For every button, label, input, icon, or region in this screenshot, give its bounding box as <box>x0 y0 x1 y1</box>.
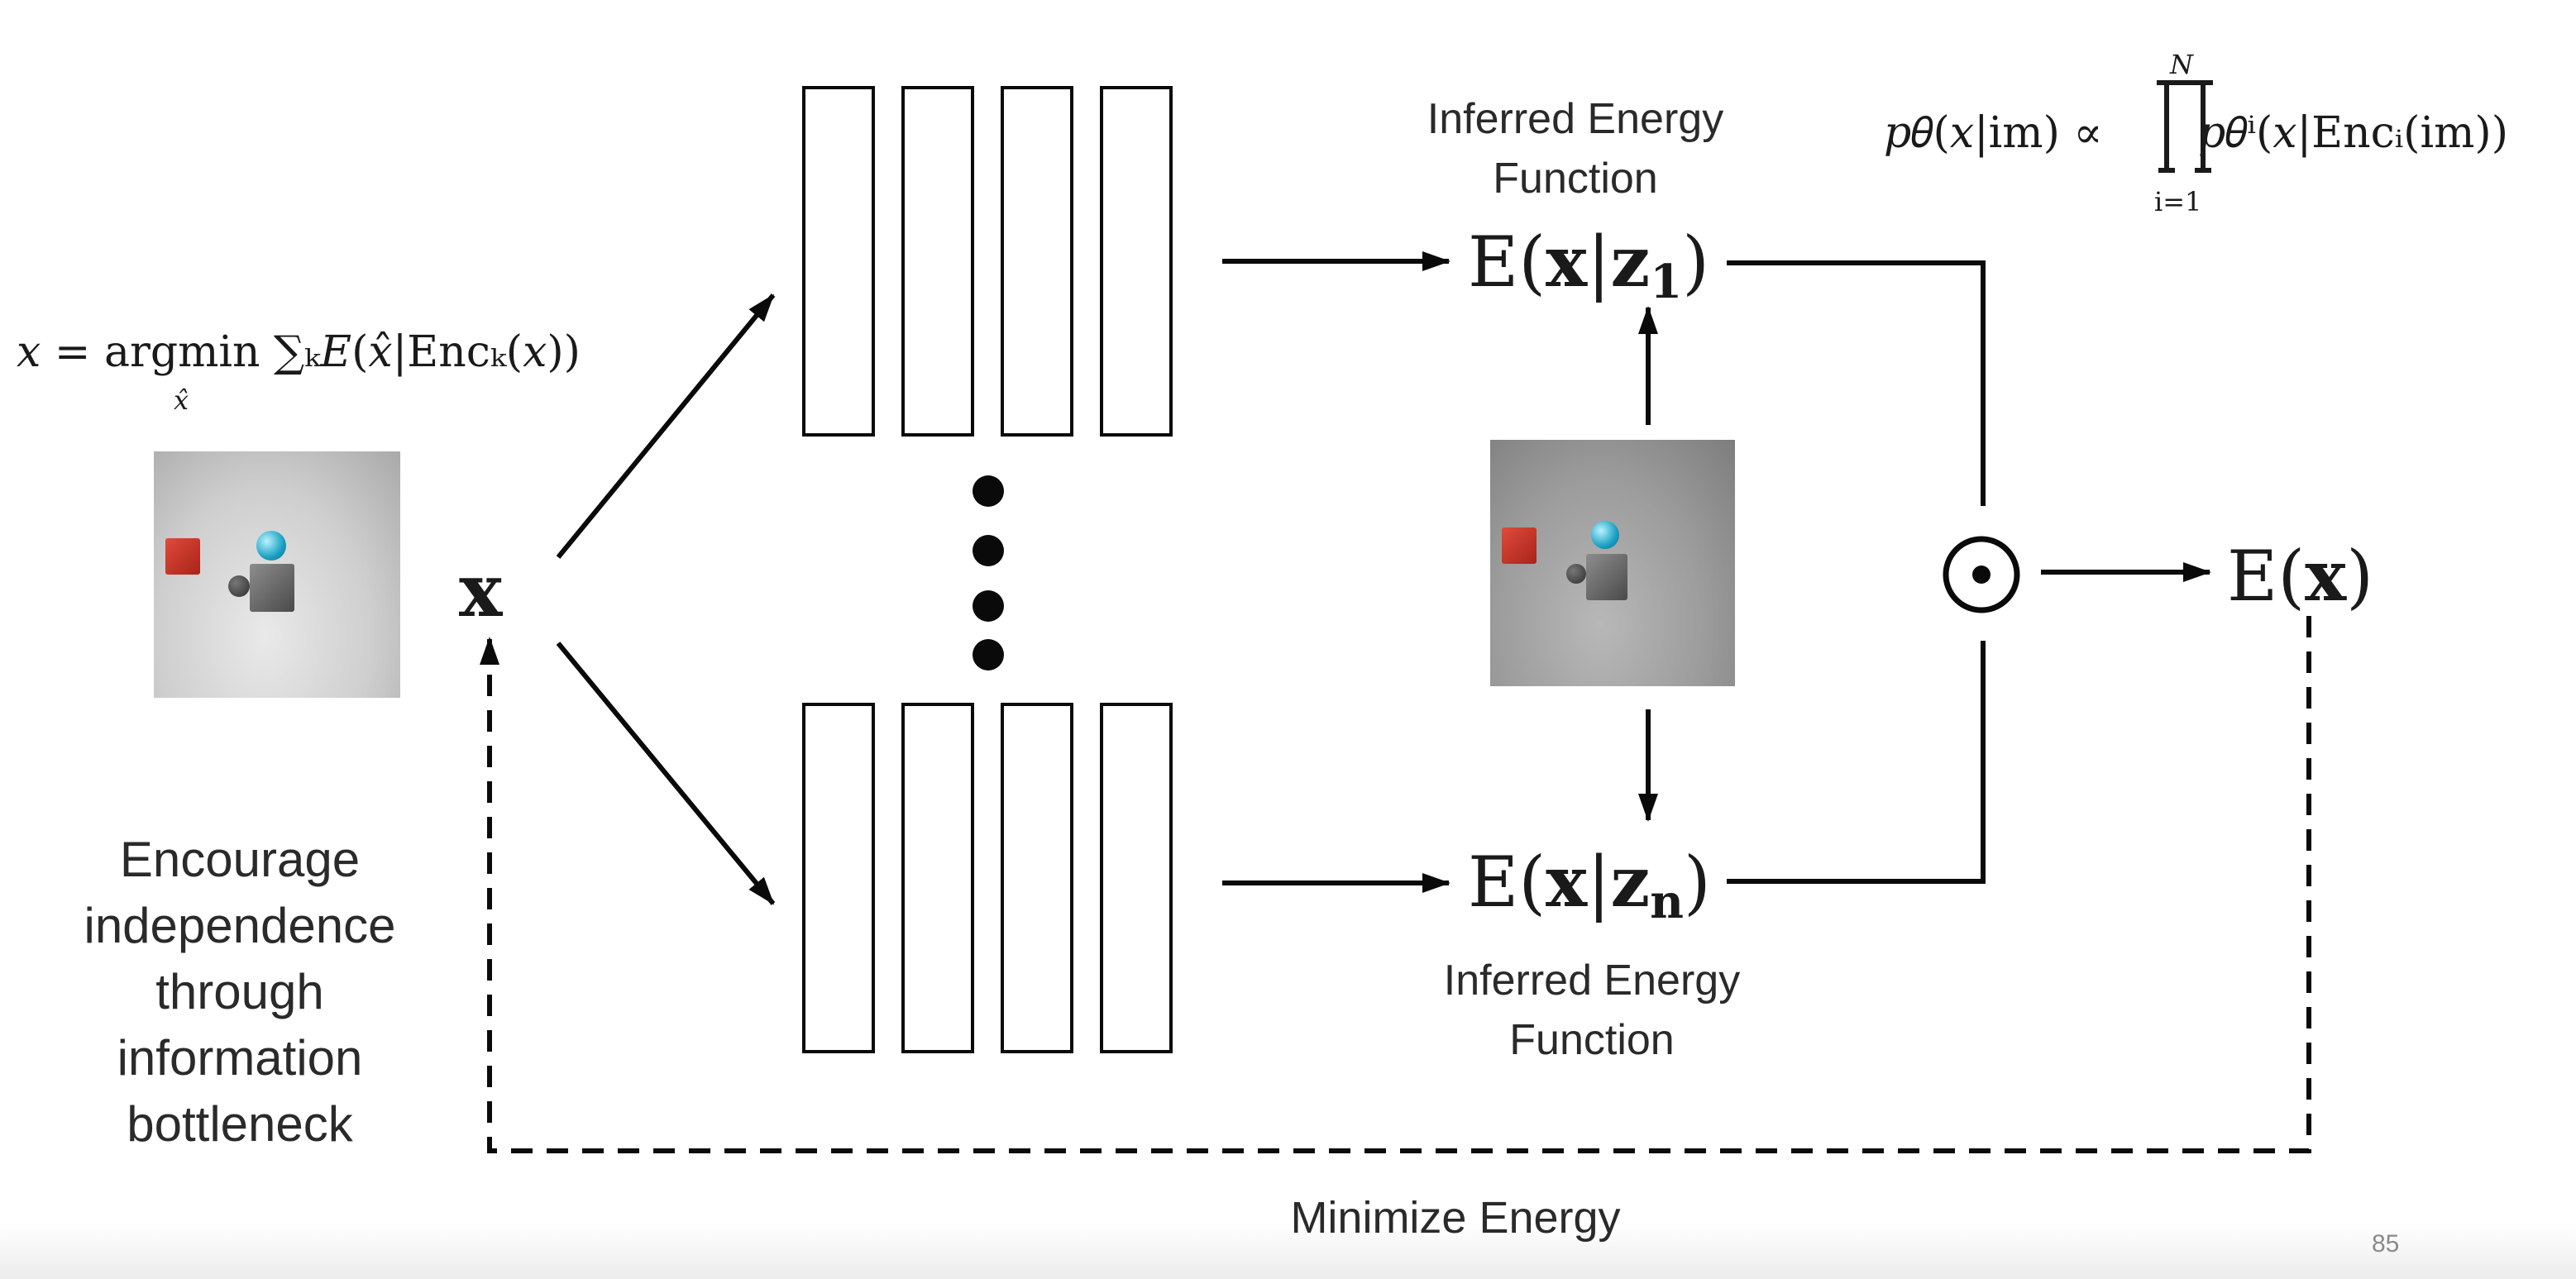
energy-symbol: E <box>1468 842 1519 923</box>
latent-variable: z <box>1610 221 1651 303</box>
encoder-bar <box>1001 703 1073 1053</box>
latent-subscript: n <box>1650 875 1684 929</box>
connector-z1-to-product <box>1727 260 1986 506</box>
energy-zn-node: E(x|zn) <box>1468 847 1711 926</box>
input-scene-image <box>154 451 400 698</box>
encoder-bar <box>802 703 875 1053</box>
label-line: Function <box>1509 1016 1675 1064</box>
condition-bar: | <box>1587 842 1611 923</box>
product-operator-icon <box>1943 536 2020 613</box>
encoder-bar <box>901 703 974 1053</box>
independence-note: Encourage independence through informati… <box>25 827 455 1157</box>
energy-total-node: E(x) <box>2227 542 2373 612</box>
product-formula-right: 𝑝𝜃ⁱ(𝑥|Encᵢ(im)) <box>2198 108 2508 158</box>
energy-symbol: E <box>2227 536 2278 617</box>
paren-close: ) <box>1683 842 1711 923</box>
encoder-stack-bottom <box>802 703 1173 1053</box>
ellipsis-dot <box>973 590 1004 622</box>
encoder-bar <box>1100 703 1173 1053</box>
condition-bar: | <box>1587 222 1611 303</box>
note-line: information <box>117 1030 363 1086</box>
note-line: Encourage <box>119 832 361 887</box>
energy-variable: x <box>1546 841 1588 923</box>
encoder-bar <box>1100 86 1173 437</box>
arrow-x-to-bottom-encoder <box>556 642 776 905</box>
inferred-energy-label-top: Inferred Energy Function <box>1356 89 1795 208</box>
ellipsis-dots <box>973 475 1004 671</box>
energy-variable: x <box>2305 535 2347 617</box>
page-number: 85 <box>2372 1230 2400 1258</box>
paren-close: ) <box>2346 536 2373 617</box>
encoder-bar <box>1001 86 1073 437</box>
product-operator-symbol <box>2157 80 2213 173</box>
energy-symbol: E <box>1468 222 1519 303</box>
minimize-energy-feedback-loop <box>480 616 2311 1153</box>
arrow-x-to-top-encoder <box>556 294 776 559</box>
label-line: Function <box>1493 155 1658 203</box>
note-line: through <box>155 964 324 1019</box>
connector-zn-to-product <box>1727 641 1986 884</box>
inferred-energy-label-bottom: Inferred Energy Function <box>1373 951 1811 1070</box>
input-x-node: x <box>459 547 503 633</box>
energy-z1-node: E(x|z1) <box>1468 227 1709 306</box>
product-upper-limit: N <box>2170 49 2193 80</box>
product-formula-left: 𝑝𝜃(𝑥|im) ∝ <box>1884 108 2103 158</box>
paren-open: ( <box>2277 536 2306 617</box>
paren-open: ( <box>1518 222 1546 303</box>
objective-formula: 𝑥 = argmin ∑ₖ𝐸(𝑥̂|Encₖ(𝑥)) <box>17 331 581 374</box>
product-lower-limit: i=1 <box>2154 186 2202 217</box>
latent-variable: z <box>1610 841 1651 923</box>
ellipsis-dot <box>973 535 1004 566</box>
objective-formula-subscript: x̂ <box>174 384 189 416</box>
paren-open: ( <box>1518 842 1546 923</box>
conditioning-scene-image <box>1490 440 1735 686</box>
latent-subscript: 1 <box>1650 255 1683 309</box>
energy-variable: x <box>1546 221 1588 303</box>
ellipsis-dot <box>973 639 1004 671</box>
label-line: Inferred Energy <box>1443 957 1741 1005</box>
minimize-energy-label: Minimize Energy <box>1290 1193 1621 1243</box>
encoder-bar <box>802 86 875 437</box>
slide-footer-band <box>0 1224 2576 1279</box>
note-line: bottleneck <box>127 1096 353 1152</box>
ellipsis-dot <box>973 475 1004 507</box>
paren-close: ) <box>1682 222 1709 303</box>
objective-formula-text: 𝑥 = argmin ∑ₖ𝐸(𝑥̂|Encₖ(𝑥)) <box>17 327 581 377</box>
note-line: independence <box>84 898 396 953</box>
encoder-bar <box>901 86 974 437</box>
encoder-stack-top <box>802 86 1173 437</box>
label-line: Inferred Energy <box>1427 95 1724 143</box>
